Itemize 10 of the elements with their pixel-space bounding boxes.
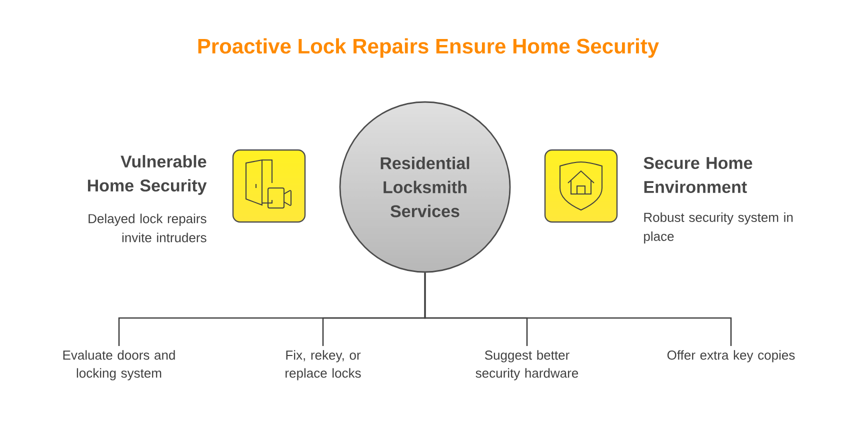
- heading: Secure Home Environment: [644, 156, 752, 194]
- description: Robust security system in place: [644, 212, 793, 244]
- step-text: Offer extra key copies: [667, 350, 795, 362]
- title: Proactive Lock Repairs Ensure Home Security: [198, 38, 659, 58]
- step-text: Suggest better security hardware: [476, 350, 578, 380]
- connector-line: [424, 272, 732, 346]
- step-text: Fix, rekey, or replace locks: [286, 350, 361, 380]
- description: Delayed lock repairs invite intruders: [88, 214, 206, 242]
- step-text: Evaluate doors and locking system: [63, 350, 175, 380]
- heading: Vulnerable Home Security: [88, 155, 207, 195]
